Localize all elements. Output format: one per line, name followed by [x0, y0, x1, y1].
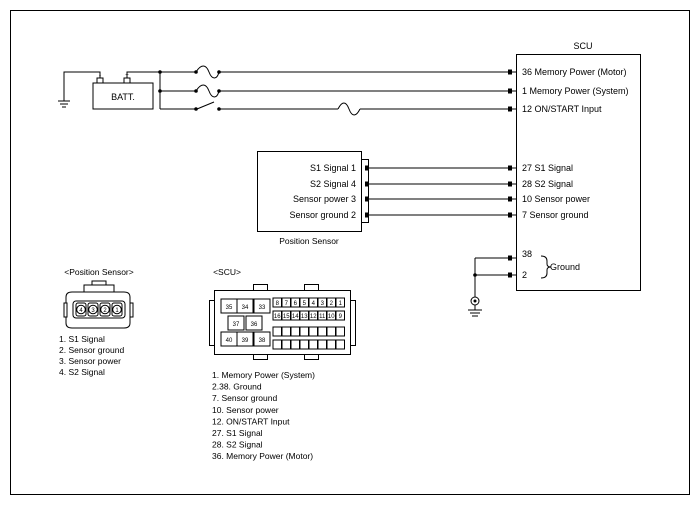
sensor-pin-label: Sensor power 3	[293, 194, 356, 204]
scu-connector-pin: 9	[339, 314, 343, 320]
scu-ground-group: Ground	[468, 255, 580, 317]
switch-icon	[196, 101, 215, 110]
battery: BATT. - +	[92, 73, 154, 110]
scu-connector-pin: 14	[292, 314, 299, 320]
sensor-pin-label: S1 Signal 1	[310, 163, 356, 173]
scu-pin-list: 36 Memory Power (Motor) 1 Memory Power (S…	[508, 67, 629, 280]
scu-pin-label: 28 S2 Signal	[522, 179, 573, 189]
scu-connector-pin: 7	[285, 301, 289, 307]
scu-legend-item: 27. S1 Signal	[212, 428, 263, 438]
scu-legend-item: 10. Sensor power	[212, 405, 279, 415]
scu-box	[516, 54, 641, 291]
scu-pin-label: 36 Memory Power (Motor)	[522, 67, 627, 77]
scu-ground-pin-label: 38	[522, 249, 532, 259]
battery-ground-icon	[58, 100, 70, 108]
sensor-connector-pins: 4 3 2 1	[75, 302, 123, 317]
scu-connector-pin: 19	[319, 330, 326, 336]
scu-connector-pin: 20	[310, 330, 317, 336]
scu-pin-label: 7 Sensor ground	[522, 210, 589, 220]
scu-connector-pin: 31	[283, 343, 290, 349]
scu-legend-item: 7. Sensor ground	[212, 393, 277, 403]
scu-connector-pin: 25	[337, 343, 344, 349]
scu-connector-pin: 13	[301, 314, 308, 320]
scu-connector-pin: 10	[328, 314, 335, 320]
sensor-legend-item: 3. Sensor power	[59, 356, 121, 366]
battery-label: BATT.	[111, 92, 135, 102]
scu-connector-pin: 30	[292, 343, 299, 349]
scu-connector-pin: 1	[339, 301, 343, 307]
sensor-connector-title: <Position Sensor>	[64, 267, 133, 277]
scu-connector-pin: 34	[242, 305, 249, 311]
scu-pin-label: 1 Memory Power (System)	[522, 86, 629, 96]
sensor-pin-label: S2 Signal 4	[310, 179, 356, 189]
scu-connector-title: <SCU>	[213, 267, 241, 277]
scu-pin-label: 27 S1 Signal	[522, 163, 573, 173]
fuse-icon	[195, 65, 220, 79]
scu-connector-pin: 22	[292, 330, 299, 336]
sensor-pin-list: S1 Signal 1 S2 Signal 4 Sensor power 3 Sens…	[289, 163, 508, 220]
scu-connector-pin: 26	[328, 343, 335, 349]
scu-legend-item: 1. Memory Power (System)	[212, 370, 315, 380]
ground-label: Ground	[550, 262, 580, 272]
scu-connector-pin: 5	[303, 301, 307, 307]
scu-connector-pin: 18	[328, 330, 335, 336]
scu-connector-pin: 28	[310, 343, 317, 349]
sensor-connector-icon	[63, 280, 134, 329]
scu-connector-pin: 12	[310, 314, 317, 320]
sensor-legend-item: 1. S1 Signal	[59, 334, 105, 344]
diagram-frame	[10, 10, 690, 495]
scu-connector-pin: 6	[294, 301, 298, 307]
sensor-connector-pin: 1	[115, 308, 119, 314]
scu-connector-pin: 4	[312, 301, 316, 307]
scu-connector-pin: 15	[283, 314, 290, 320]
scu-connector-pin: 35	[226, 305, 233, 311]
sensor-connector-pin: 2	[103, 308, 107, 314]
scu-connector-pin: 36	[251, 322, 258, 328]
scu-connector-pin: 11	[319, 314, 326, 320]
scu-connector-pin: 40	[226, 338, 233, 344]
position-sensor-box	[257, 151, 362, 232]
scu-legend-item: 2.38. Ground	[212, 382, 262, 392]
sensor-connector-pin: 4	[79, 308, 83, 314]
scu-connector-pin: 24	[274, 330, 281, 336]
sensor-pin-label: Sensor ground 2	[289, 210, 356, 220]
scu-connector-pin: 27	[319, 343, 326, 349]
sensor-legend-item: 4. S2 Signal	[59, 367, 105, 377]
scu-legend-item: 36. Memory Power (Motor)	[212, 451, 313, 461]
scu-legend-item: 28. S2 Signal	[212, 440, 263, 450]
scu-pin-label: 12 ON/START Input	[522, 104, 602, 114]
scu-connector-pin: 8	[276, 301, 280, 307]
scu-legend-item: 12. ON/START Input	[212, 416, 290, 426]
sensor-connector-pin: 3	[91, 308, 95, 314]
scu-connector-pin: 21	[301, 330, 308, 336]
scu-connector-pin: 3	[321, 301, 325, 307]
scu-title: SCU	[573, 41, 592, 51]
scu-pin-label: 10 Sensor power	[522, 194, 590, 204]
scu-connector-pin: 37	[233, 322, 240, 328]
scu-connector-pin: 29	[301, 343, 308, 349]
sensor-legend-item: 2. Sensor ground	[59, 345, 124, 355]
scu-connector-pin: 33	[259, 305, 266, 311]
scu-connector-pin: 38	[259, 338, 266, 344]
scu-connector-pin: 39	[242, 338, 249, 344]
scu-connector-pin: 2	[330, 301, 334, 307]
scu-ground-pin-label: 2	[522, 270, 527, 280]
chassis-ground-icon	[468, 296, 482, 317]
scu-connector-pin: 16	[274, 314, 281, 320]
fuse-icon	[195, 84, 220, 98]
scu-connector-pin: 32	[274, 343, 281, 349]
scu-connector-pin: 17	[337, 330, 344, 336]
position-sensor-title: Position Sensor	[279, 236, 339, 246]
fuse-icon	[337, 102, 361, 116]
scu-connector-pin: 23	[283, 330, 290, 336]
